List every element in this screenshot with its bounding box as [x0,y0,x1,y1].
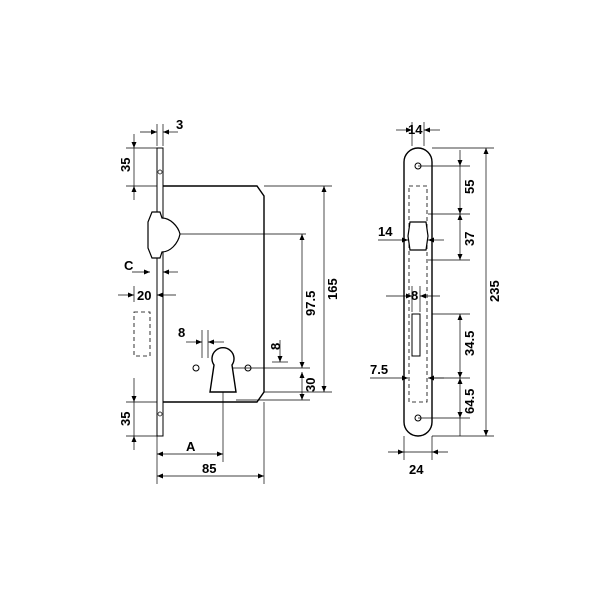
dim-cylinder-hole: 8 [178,325,185,340]
cylinder-keyhole [209,346,237,393]
faceplate-front-view [403,147,433,437]
dim-85: 85 [202,461,216,476]
dim-34-5: 34.5 [462,331,477,356]
left-dimensions: 3 35 C 20 8 97.5 [118,117,340,484]
dim-30: 30 [303,378,318,392]
faceplate-strip [156,147,164,437]
dim-bottom-screw: 35 [118,412,133,426]
dim-spindle: 8 [268,343,283,350]
screw-hole-left [192,364,200,372]
right-dimensions: 14 55 235 14 37 8 [370,122,502,477]
dim-165: 165 [325,278,340,300]
faceplate-outline [403,147,433,437]
faceplate-inner-dashed [408,185,428,403]
faceplate-screw-top [157,169,163,175]
lock-case-body [163,185,265,403]
deadbolt-outline [133,311,151,357]
label-a: A [186,439,196,454]
dim-7-5: 7.5 [370,362,388,377]
latch-bolt [147,211,181,259]
dim-top-screw: 35 [118,158,133,172]
dim-37: 37 [462,232,477,246]
dim-64-5: 64.5 [462,389,477,414]
lock-side-view [133,147,306,437]
dim-8: 8 [411,288,418,303]
dim-latch-14: 14 [378,224,393,239]
dim-97-5: 97.5 [303,291,318,316]
dim-55: 55 [462,180,477,194]
dim-faceplate-thickness: 3 [176,117,183,132]
deadbolt-slot [411,313,421,357]
dim-235: 235 [487,280,502,302]
dim-width-top: 14 [408,122,423,137]
faceplate-screw-bottom [157,411,163,417]
label-c: C [124,258,134,273]
dim-20: 20 [137,288,151,303]
dim-width-bottom: 24 [409,462,424,477]
latch-front [407,221,429,251]
